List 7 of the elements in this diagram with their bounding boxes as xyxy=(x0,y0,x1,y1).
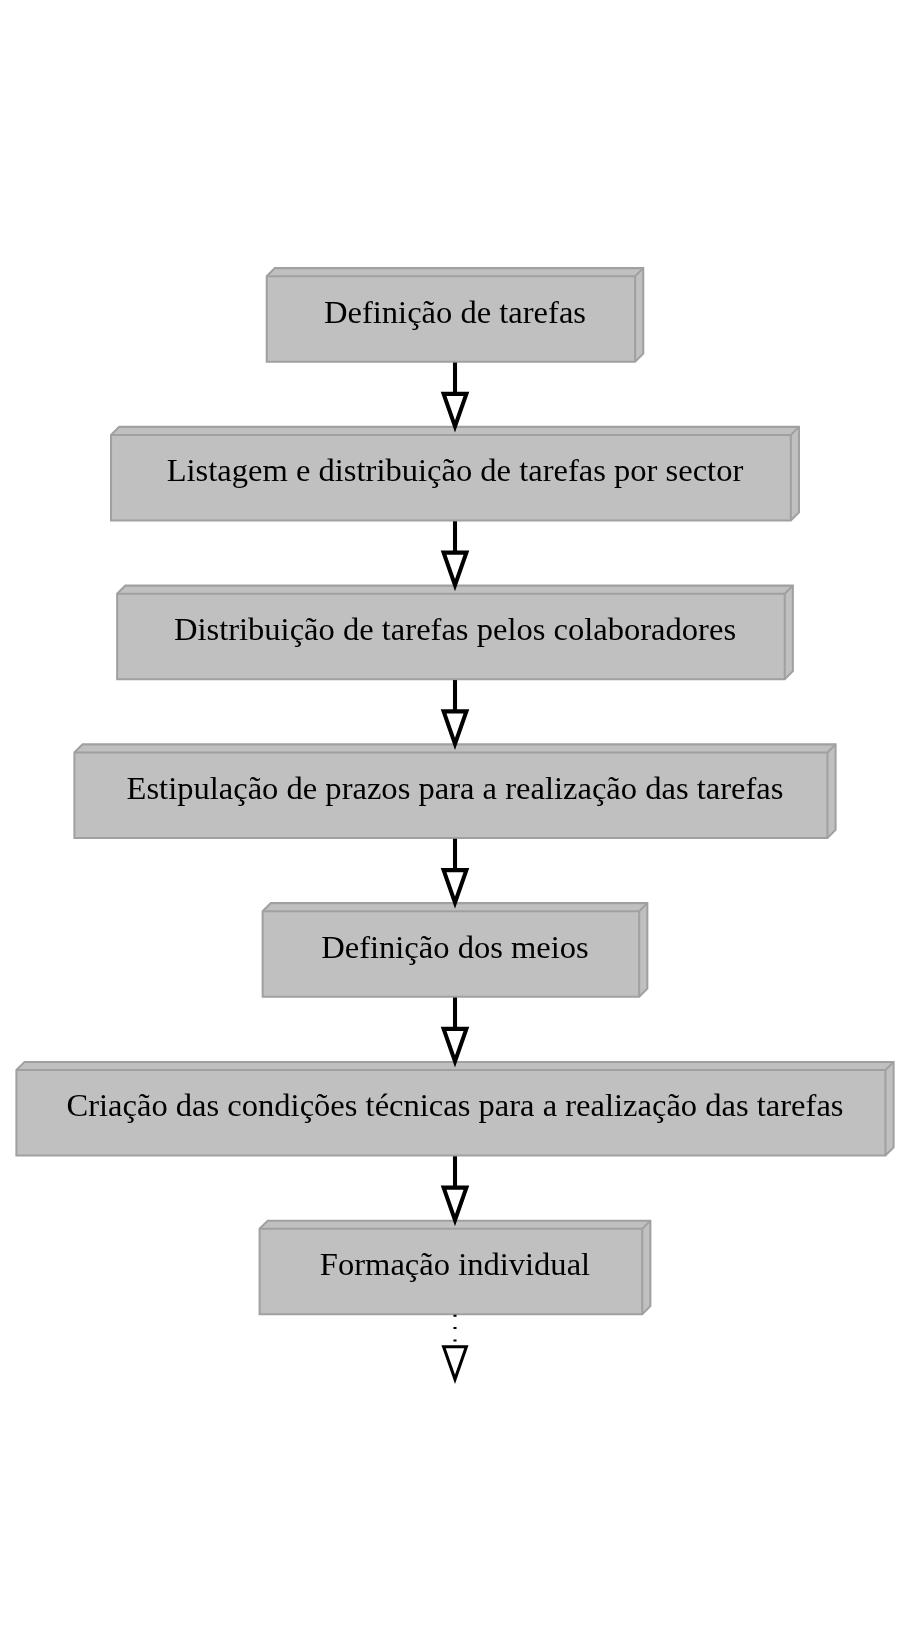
arrow xyxy=(440,997,470,1068)
arrow xyxy=(440,362,470,433)
arrow xyxy=(440,838,470,909)
arrow xyxy=(440,679,470,750)
arrow xyxy=(440,520,470,591)
arrow xyxy=(440,1155,470,1226)
arrow xyxy=(441,1314,469,1384)
